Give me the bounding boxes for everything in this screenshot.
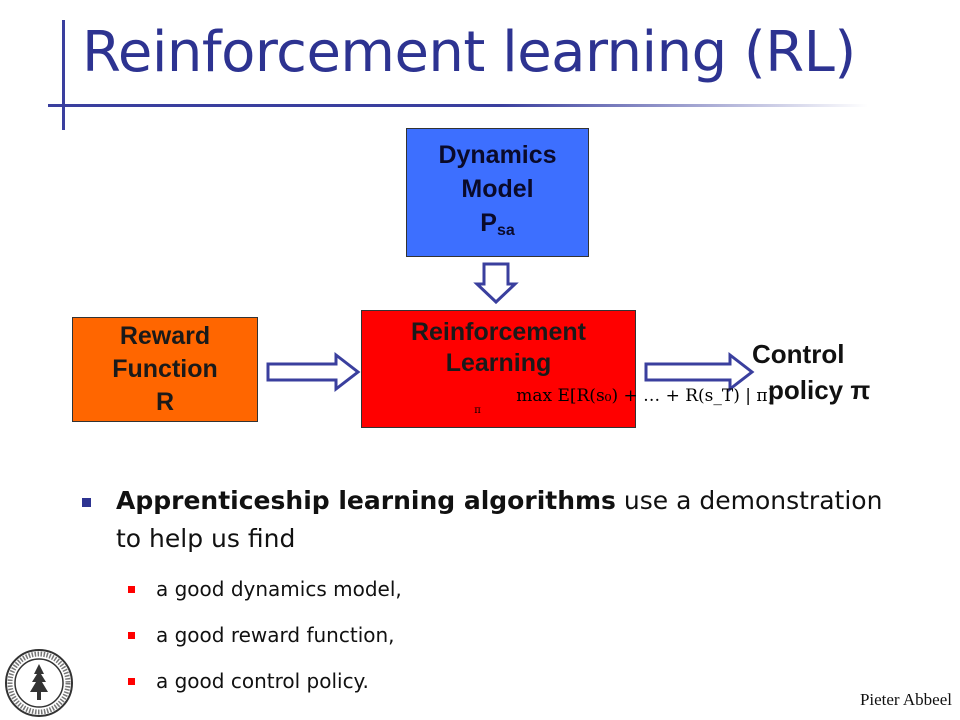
author-credit: Pieter Abbeel — [859, 690, 952, 709]
rl-line1: Reinforcement — [410, 318, 587, 346]
reward-line1: Reward — [119, 322, 211, 350]
reward-line2: Function — [112, 355, 218, 383]
dynamics-line3: Psa — [480, 208, 515, 239]
bullet-square-icon — [82, 498, 91, 507]
dynamics-line2: Model — [461, 174, 534, 203]
sub-bullet: a good control policy. — [82, 668, 902, 694]
title-horizontal-rule — [48, 104, 868, 107]
sub-bullet: a good reward function, — [82, 622, 902, 648]
reinforcement-learning-box: Reinforcement Learning max E[R(s₀) + … +… — [361, 310, 774, 428]
control-line2: policy π — [768, 375, 871, 405]
university-seal-icon — [5, 649, 73, 717]
sub-bullet: a good dynamics model, — [82, 576, 902, 602]
reward-line3: R — [155, 388, 175, 416]
reward-to-rl-arrow — [266, 351, 361, 393]
main-bullet-bold: Apprenticeship learning algorithms — [116, 486, 616, 515]
rl-to-control-arrow — [644, 351, 755, 393]
dynamics-model-box: Dynamics Model Psa — [406, 128, 589, 257]
down-arrow — [473, 262, 519, 305]
title-vertical-rule — [62, 20, 65, 130]
main-bullet-rest: use a demonstration to help us find — [116, 486, 883, 553]
bullet-list: Apprenticeship learning algorithms use a… — [82, 482, 902, 694]
control-line1: Control — [752, 339, 845, 369]
dynamics-line1: Dynamics — [438, 140, 557, 169]
main-bullet: Apprenticeship learning algorithms use a… — [82, 482, 902, 558]
slide-title: Reinforcement learning (RL) — [82, 20, 856, 85]
reward-function-box: Reward Function R — [72, 317, 258, 422]
sub-bullet-square-icon — [128, 586, 135, 593]
rl-line2: Learning — [445, 349, 552, 377]
sub-bullet-square-icon — [128, 632, 135, 639]
control-policy-output: Control policy π — [752, 336, 870, 408]
sub-bullet-square-icon — [128, 678, 135, 685]
